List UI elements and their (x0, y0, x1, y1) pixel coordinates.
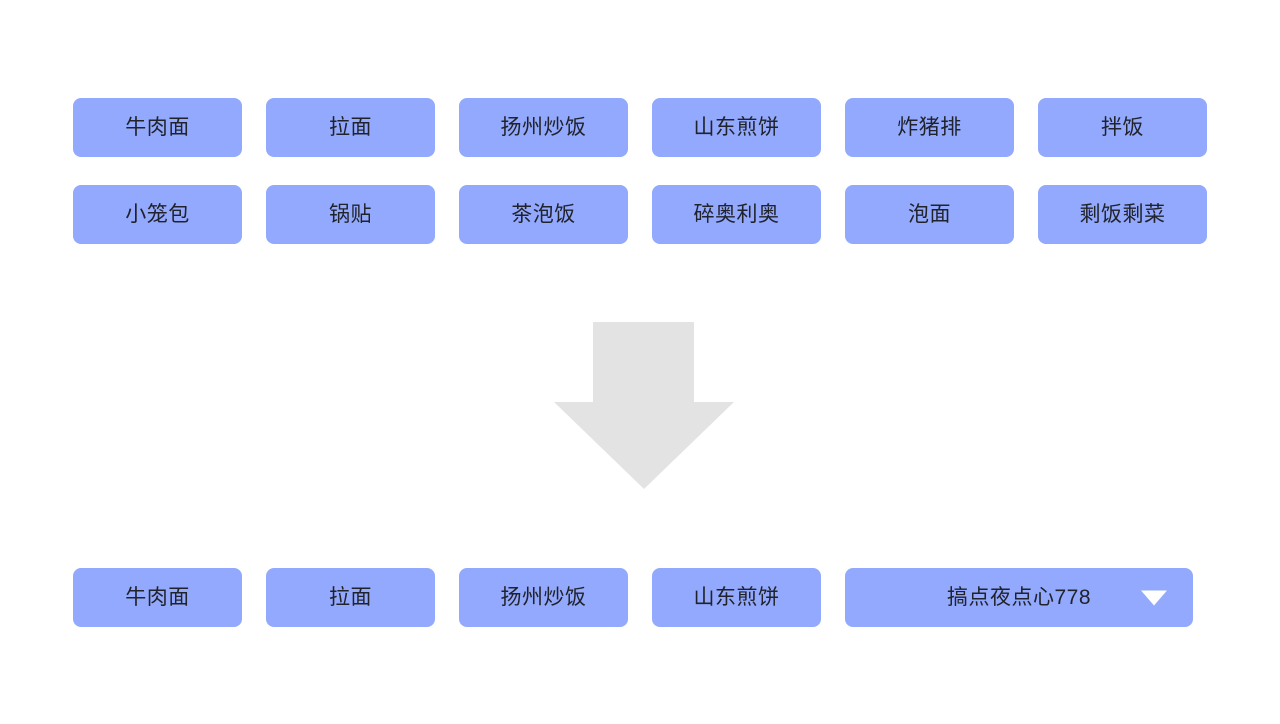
source-chip-suiaolieao[interactable]: 碎奥利奥 (652, 185, 821, 244)
source-chip-chapaofan[interactable]: 茶泡饭 (459, 185, 628, 244)
result-chip-niuroumian[interactable]: 牛肉面 (73, 568, 242, 627)
source-chip-guotie[interactable]: 锅贴 (266, 185, 435, 244)
night-snack-dropdown[interactable]: 搞点夜点心778 (845, 568, 1193, 627)
result-chip-label: 山东煎饼 (693, 586, 780, 609)
source-chip-label: 拉面 (329, 116, 372, 139)
source-chip-paomian[interactable]: 泡面 (845, 185, 1014, 244)
source-chip-label: 拌饭 (1101, 116, 1144, 139)
source-chip-label: 泡面 (908, 203, 951, 226)
result-chip-yangzhouchaofan[interactable]: 扬州炒饭 (459, 568, 628, 627)
source-chip-lamian[interactable]: 拉面 (266, 98, 435, 157)
source-chip-label: 牛肉面 (125, 116, 190, 139)
source-chip-label: 锅贴 (329, 203, 372, 226)
source-chip-label: 炸猪排 (897, 116, 962, 139)
result-chip-label: 牛肉面 (125, 586, 190, 609)
source-chip-shandongjianbing[interactable]: 山东煎饼 (652, 98, 821, 157)
source-chip-banfan[interactable]: 拌饭 (1038, 98, 1207, 157)
source-chip-label: 山东煎饼 (693, 116, 780, 139)
result-chip-label: 扬州炒饭 (500, 586, 587, 609)
result-chip-label: 拉面 (329, 586, 372, 609)
source-chip-label: 茶泡饭 (511, 203, 576, 226)
source-chip-niuroumian[interactable]: 牛肉面 (73, 98, 242, 157)
source-chip-label: 扬州炒饭 (500, 116, 587, 139)
source-chip-yangzhouchaofan[interactable]: 扬州炒饭 (459, 98, 628, 157)
result-chip-lamian[interactable]: 拉面 (266, 568, 435, 627)
source-chip-shengfanshengcai[interactable]: 剩饭剩菜 (1038, 185, 1207, 244)
arrow-down-icon (554, 322, 734, 489)
source-chip-label: 小笼包 (125, 203, 190, 226)
source-chip-label: 碎奥利奥 (693, 203, 780, 226)
night-snack-dropdown-label: 搞点夜点心778 (946, 586, 1092, 609)
source-chip-label: 剩饭剩菜 (1079, 203, 1166, 226)
source-chip-zhazhupai[interactable]: 炸猪排 (845, 98, 1014, 157)
chevron-down-icon[interactable] (1141, 590, 1167, 605)
result-chip-shandongjianbing[interactable]: 山东煎饼 (652, 568, 821, 627)
source-chip-xiaolongbao[interactable]: 小笼包 (73, 185, 242, 244)
